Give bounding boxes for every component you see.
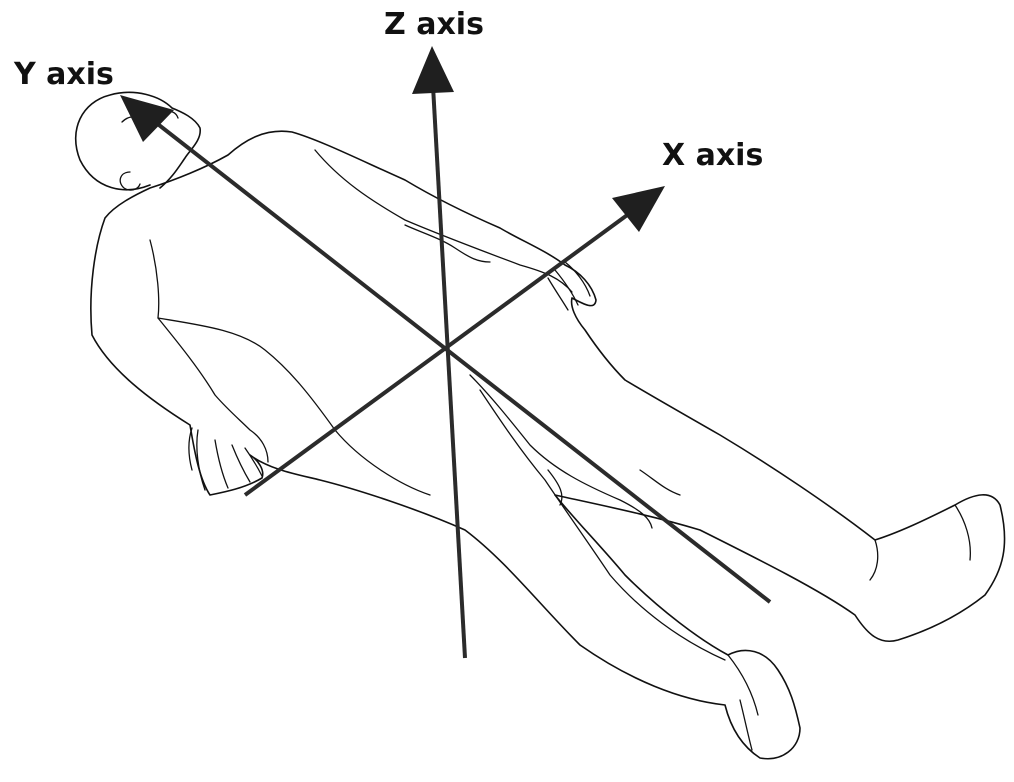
figure-ear: [120, 172, 140, 190]
z-axis-line: [433, 86, 465, 658]
y-axis-label: Y axis: [13, 57, 114, 92]
figure-left-hand: [189, 428, 262, 490]
x-axis-label: X axis: [662, 138, 763, 173]
figure-right-arm-inner: [405, 225, 490, 262]
figure-left-arm: [150, 240, 268, 462]
figure-leg-split: [470, 375, 652, 528]
x-axis-arrowhead: [612, 186, 665, 232]
human-figure-illustration: [76, 92, 1005, 758]
figure-knee: [548, 470, 680, 505]
x-axis-line: [245, 213, 630, 495]
figure-inner-leg: [480, 390, 725, 660]
figure-body-outline: [91, 131, 1005, 758]
y-axis-line: [150, 118, 770, 602]
z-axis-label: Z axis: [384, 7, 484, 42]
figure-foot-left: [728, 655, 758, 750]
z-axis-arrowhead: [412, 46, 454, 94]
figure-foot-right: [870, 505, 970, 580]
